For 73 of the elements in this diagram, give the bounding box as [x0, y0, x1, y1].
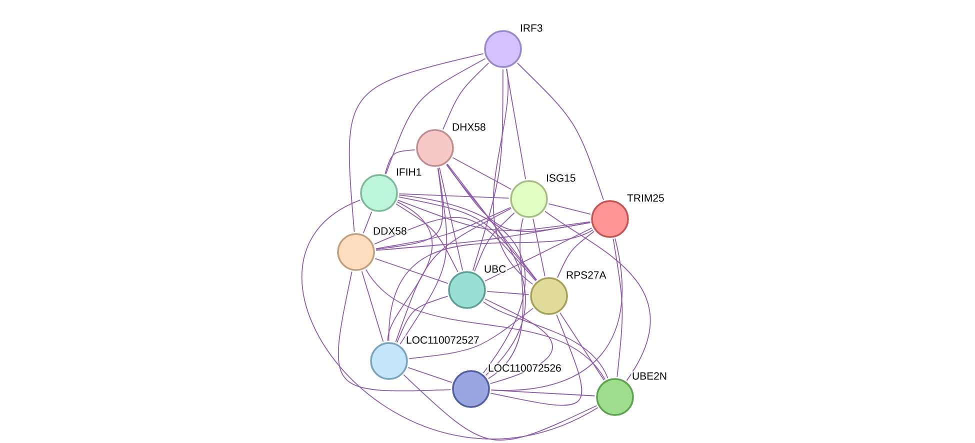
interaction-line [366, 269, 606, 380]
interaction-line [388, 229, 594, 342]
interaction-line [376, 222, 591, 251]
interaction-line [408, 308, 534, 360]
node-label: DHX58 [452, 123, 486, 131]
interaction-line [395, 208, 512, 342]
node-label: LOC110072526 [488, 364, 561, 372]
interaction-line [490, 238, 623, 391]
interaction-line [348, 53, 484, 232]
interaction-line [488, 218, 524, 380]
interaction-line [376, 168, 444, 250]
interaction-line [446, 164, 526, 376]
interaction-line [492, 68, 534, 285]
node-label: RPS27A [566, 271, 606, 279]
protein-node: IFIH1 [360, 168, 422, 212]
interaction-line [556, 230, 594, 278]
interaction-line [506, 68, 526, 180]
node-label: UBE2N [632, 372, 666, 380]
protein-node: DHX58 [416, 122, 487, 167]
interaction-line [384, 149, 416, 174]
protein-node: ISG15 [510, 173, 577, 218]
interaction-line [374, 258, 448, 284]
interaction-line [398, 193, 510, 199]
interaction-line [403, 374, 598, 441]
interaction-line [474, 212, 515, 272]
protein-node: DDX58 [337, 226, 408, 271]
interaction-line [408, 367, 452, 383]
interaction-line [398, 194, 526, 374]
protein-node: RPS27A [530, 270, 608, 315]
interaction-line [484, 228, 592, 282]
interaction-line [548, 203, 591, 215]
node-label: ISG15 [546, 174, 576, 182]
interaction-line [560, 312, 604, 381]
interaction-line [375, 206, 512, 250]
node-label: LOC110072527 [406, 336, 479, 344]
interaction-line [486, 291, 530, 295]
interaction-line [442, 62, 489, 130]
interaction-line [338, 271, 452, 392]
interaction-line [482, 301, 608, 379]
interaction-line [484, 298, 553, 384]
interaction-line [396, 203, 458, 272]
protein-node: IRF3 [484, 23, 544, 68]
protein-node: LOC110072526 [452, 363, 562, 408]
interaction-line [361, 270, 384, 342]
interaction-line [397, 200, 590, 231]
interaction-line [362, 211, 372, 234]
interaction-line [490, 390, 596, 396]
protein-node: UBE2N [596, 371, 668, 416]
interaction-line [612, 238, 623, 378]
interaction-line [398, 196, 537, 281]
interaction-line [544, 210, 651, 381]
node-label: DDX58 [374, 227, 406, 235]
node-label: IFIH1 [396, 168, 422, 176]
interaction-line [301, 200, 598, 440]
node-label: UBC [484, 265, 506, 273]
interaction-line [374, 216, 536, 282]
protein-node: TRIM25 [591, 193, 666, 238]
node-label: TRIM25 [627, 194, 664, 202]
protein-node: UBC [448, 264, 507, 309]
interaction-line [452, 157, 512, 190]
interaction-line [517, 62, 604, 200]
interaction-line [532, 218, 546, 277]
interaction-line [472, 68, 504, 272]
interaction-line [400, 168, 448, 345]
interaction-line [446, 164, 538, 280]
node-label: IRF3 [520, 24, 542, 32]
interaction-line [385, 58, 486, 174]
interaction-line [439, 167, 464, 271]
interaction-line [396, 296, 448, 343]
interaction-line [387, 201, 433, 342]
protein-node: LOC110072527 [370, 335, 480, 380]
interaction-line [446, 164, 591, 232]
interaction-line [490, 314, 582, 406]
